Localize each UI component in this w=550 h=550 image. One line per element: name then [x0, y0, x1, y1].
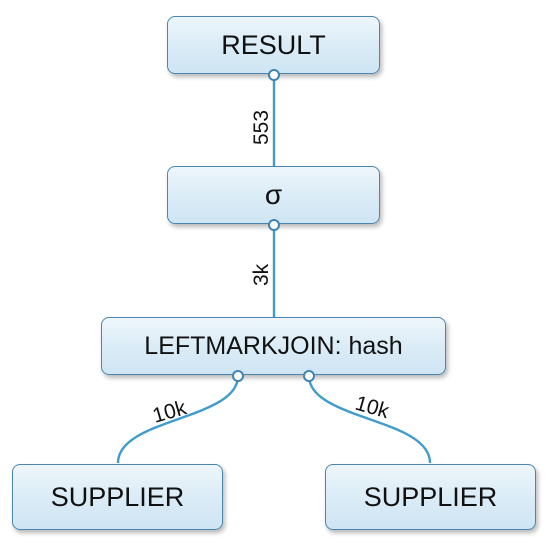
edge-label-selection-to-result: 553	[250, 110, 273, 145]
port-result-bottom[interactable]	[268, 69, 280, 81]
node-result[interactable]: RESULT	[167, 16, 380, 74]
port-selection-bottom[interactable]	[268, 219, 280, 231]
node-supplier-right[interactable]: SUPPLIER	[325, 464, 536, 530]
node-supplier-left[interactable]: SUPPLIER	[12, 464, 223, 530]
edge-supplier-left-to-join	[116, 375, 240, 464]
port-join-left-input[interactable]	[232, 370, 244, 382]
node-left-mark-join[interactable]: LEFTMARKJOIN: hash	[101, 317, 446, 375]
node-supplier-right-label: SUPPLIER	[363, 481, 498, 512]
node-supplier-left-label: SUPPLIER	[50, 481, 185, 512]
node-join-label: LEFTMARKJOIN: hash	[144, 331, 403, 360]
edge-supplier-right-to-join	[307, 375, 432, 464]
port-join-right-input[interactable]	[303, 370, 315, 382]
node-result-label: RESULT	[221, 29, 326, 60]
node-selection-label: σ	[264, 179, 283, 210]
edge-label-join-to-selection: 3k	[250, 263, 273, 286]
